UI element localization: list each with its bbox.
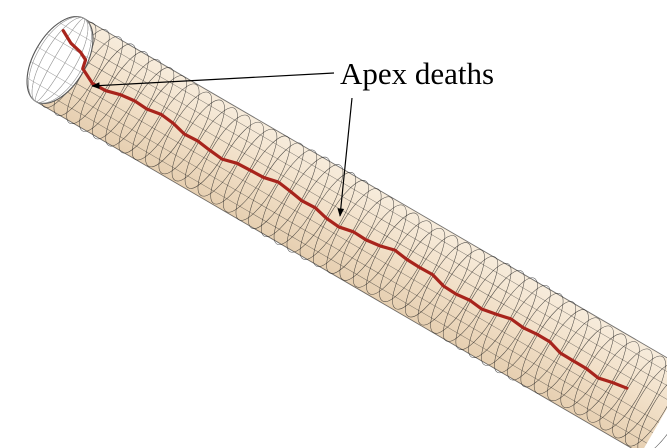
mesh-line: [54, 70, 659, 422]
mesh-line: [48, 81, 653, 433]
mesh-line: [42, 91, 647, 443]
apex-deaths-label: Apex deaths: [340, 58, 494, 89]
